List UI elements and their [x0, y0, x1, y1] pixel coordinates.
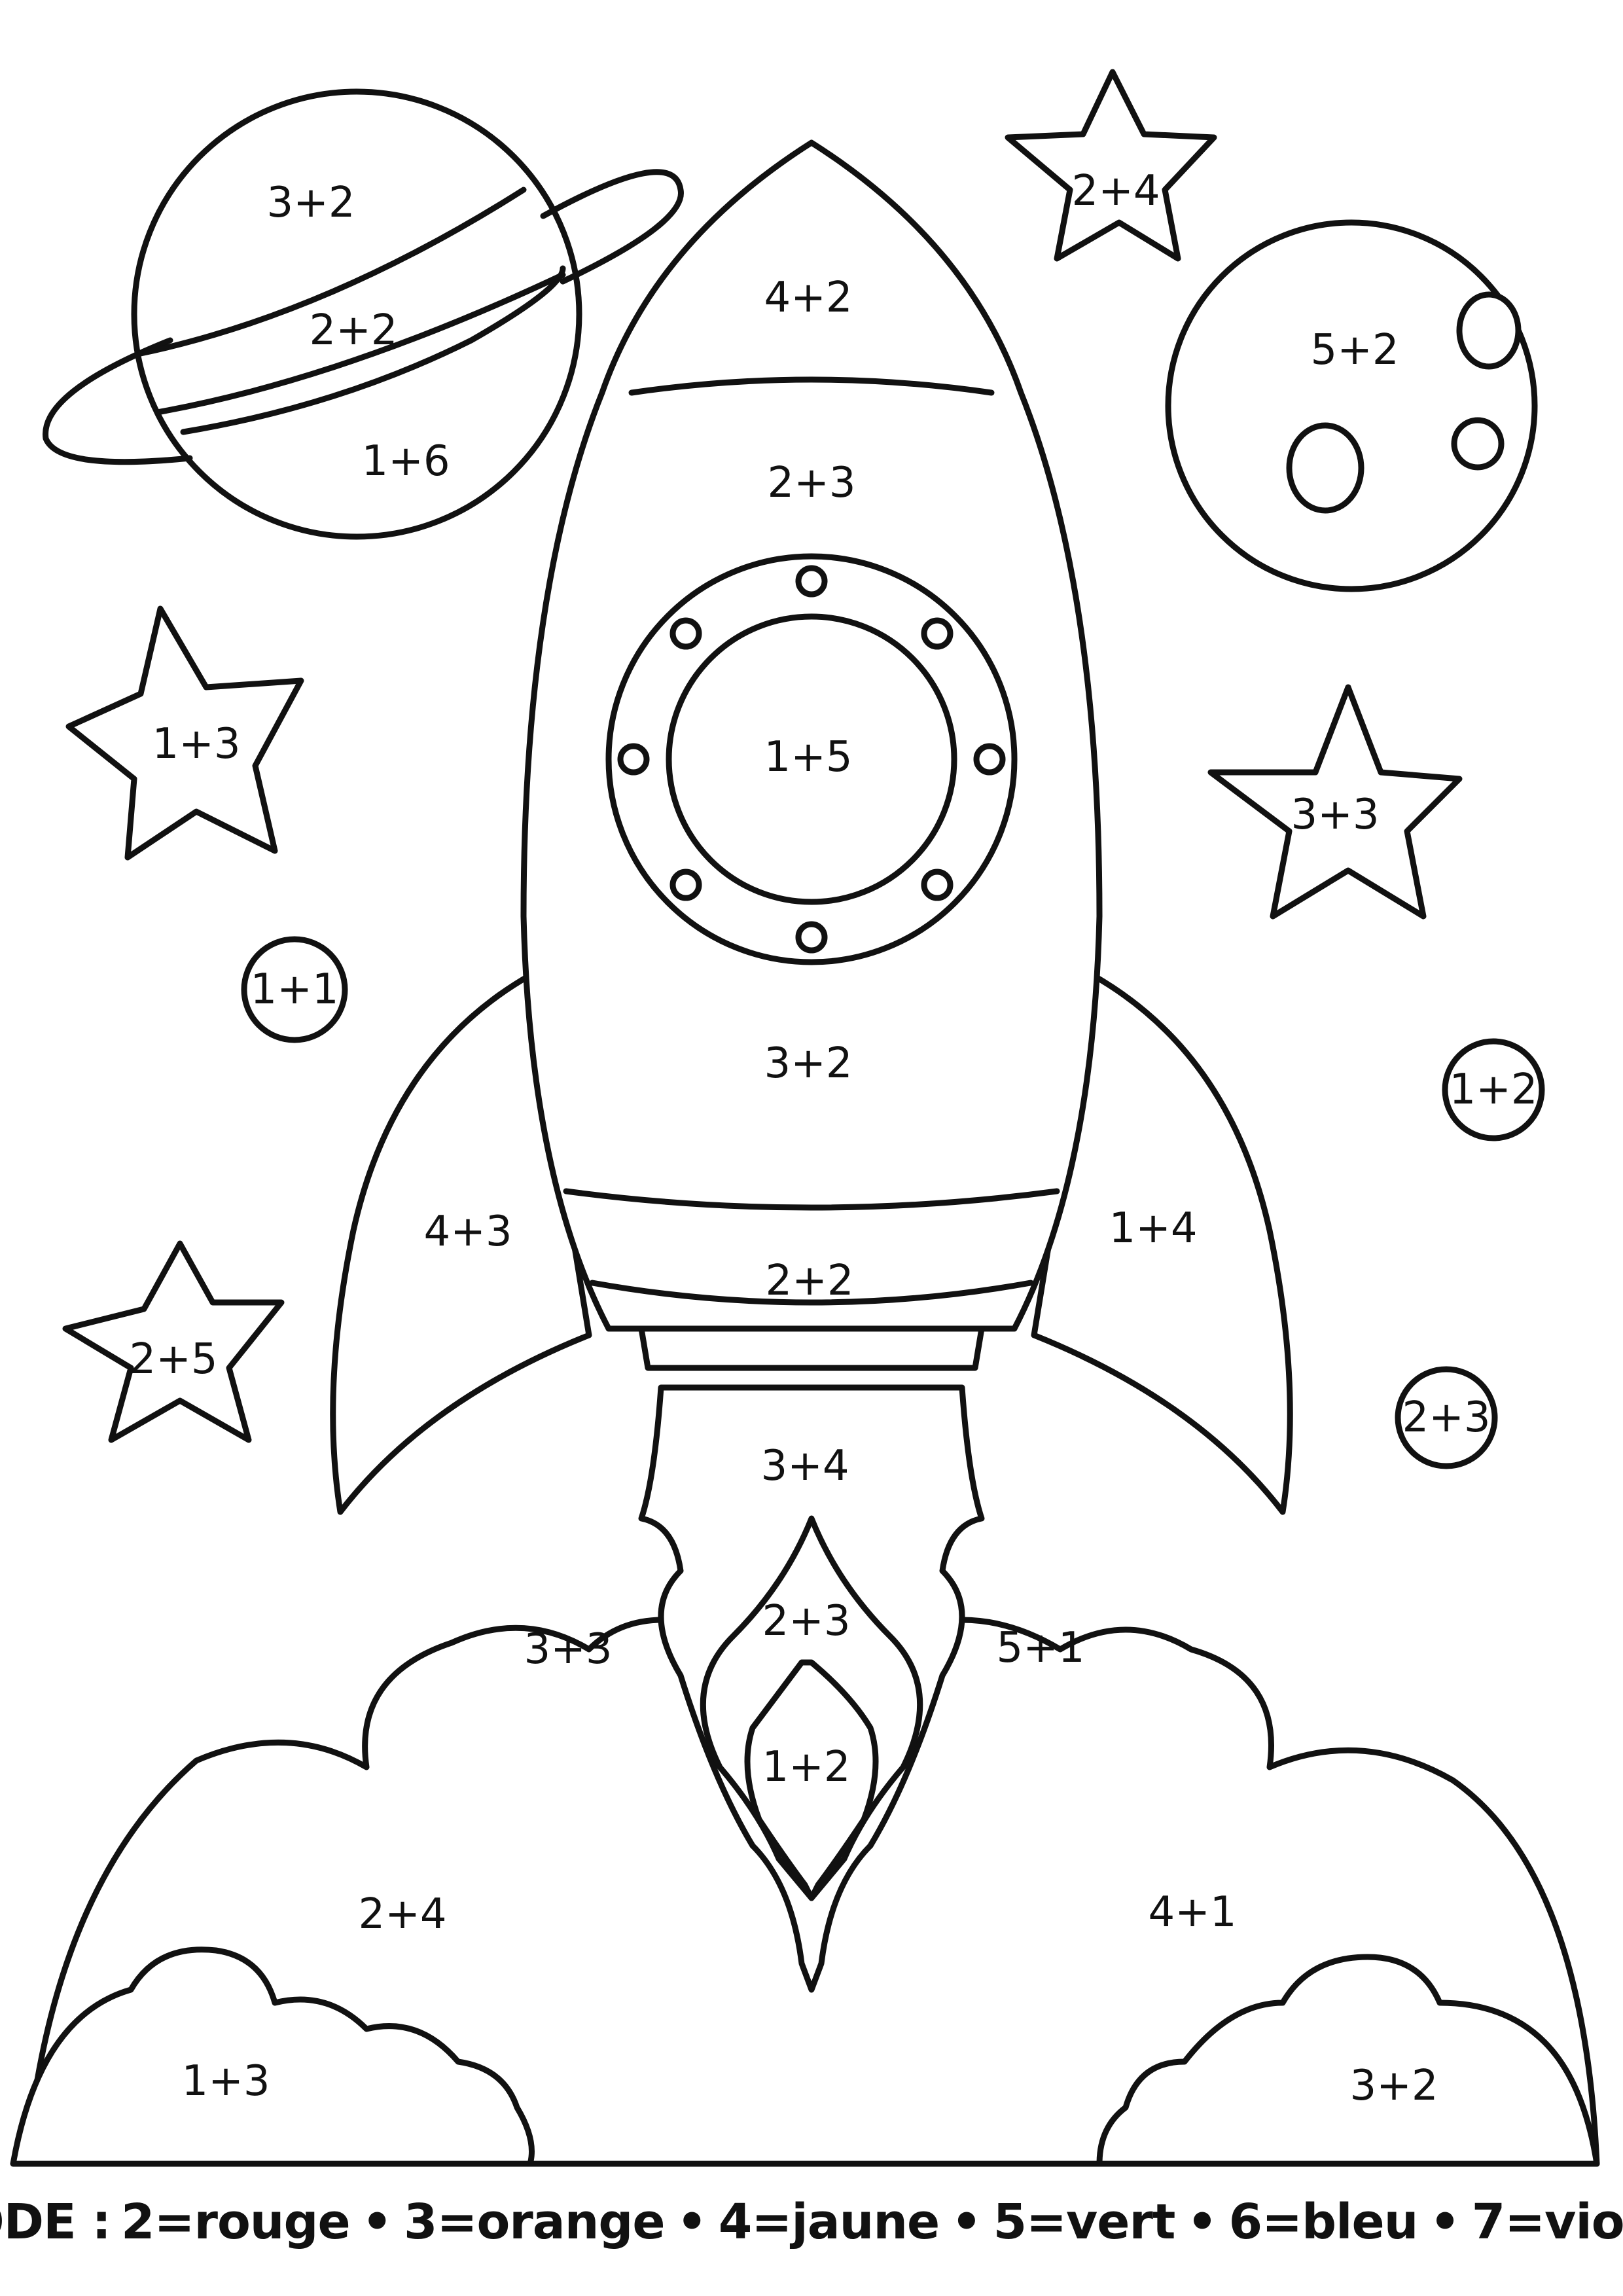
rocket-window: [605, 553, 1018, 965]
label-rocket-upper: 2+3: [767, 459, 855, 507]
label-smoke-left: 3+3: [524, 1625, 612, 1674]
legend-separator: •: [1429, 2194, 1460, 2250]
label-flame-outer: 3+4: [760, 1442, 849, 1490]
label-flame-inner: 1+2: [762, 1743, 850, 1791]
dot-left: [241, 936, 348, 1043]
legend-item: 2=rouge: [120, 2194, 351, 2250]
star-left: [65, 605, 304, 861]
label-fin-right: 1+4: [1109, 1204, 1197, 1253]
cloud-front-left: [10, 1946, 535, 2167]
label-rocket-window: 1+5: [764, 733, 852, 781]
label-moon: 5+2: [1310, 326, 1399, 374]
label-star-left: 1+3: [152, 720, 240, 768]
label-dot-right-upper: 1+2: [1449, 1066, 1537, 1114]
planet-ring-front: [180, 265, 566, 435]
legend-separator: •: [1186, 2194, 1217, 2250]
label-dot-left: 1+1: [250, 965, 338, 1014]
label-rocket-band: 2+2: [765, 1257, 853, 1305]
star-right: [1207, 684, 1463, 920]
label-planet-top: 3+2: [266, 179, 355, 227]
legend-separator: •: [361, 2194, 393, 2250]
planet-band-top: [137, 187, 527, 357]
rocket-band-top: [563, 1188, 1060, 1211]
dot-right-upper: [1442, 1038, 1545, 1141]
fin-right: [1031, 972, 1293, 1515]
star-bottom-left: [62, 1240, 285, 1443]
label-cloud-right: 4+1: [1148, 1888, 1236, 1937]
legend-prefix: CODE :: [0, 2194, 111, 2250]
label-star-right: 3+3: [1291, 791, 1379, 839]
planet: [43, 88, 684, 540]
legend-item: 4=jaune: [718, 2194, 940, 2250]
planet-ring-back-right: [540, 169, 684, 285]
color-code-legend: CODE : 2=rouge • 3=orange • 4=jaune • 5=…: [0, 2186, 1623, 2258]
label-cloud-left: 2+4: [358, 1890, 446, 1939]
fin-left: [330, 972, 592, 1515]
legend-separator: •: [676, 2194, 707, 2250]
label-rocket-middle: 3+2: [764, 1039, 852, 1088]
label-star-bottom-left: 2+5: [129, 1335, 217, 1384]
label-rocket-nose: 4+2: [764, 274, 852, 322]
legend-item: 6=bleu: [1228, 2194, 1419, 2250]
moon: [1165, 219, 1538, 592]
label-planet-band: 2+2: [309, 306, 397, 355]
dot-right-lower: [1395, 1366, 1498, 1469]
label-star-top-right: 2+4: [1071, 167, 1160, 215]
label-flame-middle: 2+3: [762, 1597, 850, 1645]
legend-item: 3=orange: [403, 2194, 666, 2250]
rocket-nozzle: [638, 1325, 985, 1371]
rocket-nose-line: [628, 376, 995, 396]
planet-ring-back: [43, 337, 193, 465]
rocket-fins: [330, 972, 1293, 1515]
legend-separator: •: [951, 2194, 982, 2250]
label-smoke-right: 5+1: [996, 1624, 1084, 1672]
cloud-front-right: [1096, 1954, 1600, 2167]
label-cloud-bottom-left: 1+3: [181, 2057, 270, 2106]
label-cloud-bottom-right: 3+2: [1349, 2062, 1438, 2110]
legend-item: 7=violet: [1471, 2194, 1623, 2250]
label-dot-right-lower: 2+3: [1402, 1393, 1490, 1442]
label-planet-bottom: 1+6: [361, 437, 450, 486]
rocket-band-bottom: [589, 1280, 1034, 1306]
star-top-right: [1005, 69, 1217, 262]
flame-inner: [744, 1659, 879, 1901]
planet-band-bottom: [154, 272, 566, 416]
flame: [638, 1384, 985, 1993]
label-fin-left: 4+3: [423, 1208, 512, 1256]
legend-item: 5=vert: [993, 2194, 1176, 2250]
